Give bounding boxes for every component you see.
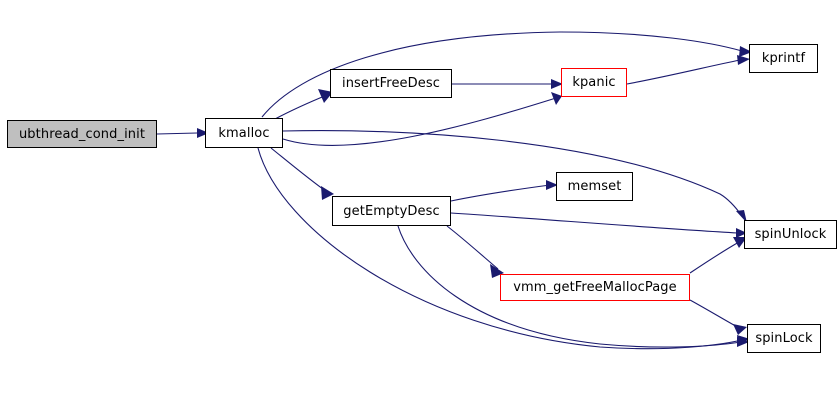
node-insertFreeDesc[interactable]: insertFreeDesc bbox=[330, 69, 452, 98]
edge-getEmptyDesc-to-spinLock bbox=[397, 225, 749, 348]
edge-line bbox=[282, 97, 557, 146]
edge-getEmptyDesc-to-vmm_getFreeMallocPage bbox=[446, 225, 504, 278]
node-vmm_getFreeMallocPage[interactable]: vmm_getFreeMallocPage bbox=[500, 274, 690, 301]
edge-getEmptyDesc-to-memset bbox=[450, 180, 558, 202]
node-label-insertFreeDesc: insertFreeDesc bbox=[342, 76, 440, 91]
edge-line bbox=[156, 132, 198, 135]
node-label-kpanic: kpanic bbox=[572, 75, 616, 90]
node-label-ubthread_cond_init: ubthread_cond_init bbox=[18, 126, 146, 142]
edge-line bbox=[446, 225, 499, 270]
arrowhead-icon bbox=[739, 46, 752, 57]
arrowhead-icon bbox=[197, 128, 209, 138]
edge-kmalloc-to-getEmptyDesc bbox=[270, 147, 334, 200]
edge-vmm_getFreeMallocPage-to-spinUnlock bbox=[689, 237, 747, 274]
edge-kpanic-to-kprintf bbox=[626, 55, 750, 85]
node-getEmptyDesc[interactable]: getEmptyDesc bbox=[332, 196, 451, 226]
node-kprintf[interactable]: kprintf bbox=[749, 44, 818, 73]
arrowhead-icon bbox=[551, 92, 562, 105]
edge-line bbox=[274, 94, 328, 120]
node-label-memset: memset bbox=[567, 179, 622, 194]
edge-insertFreeDesc-to-kpanic bbox=[452, 79, 563, 89]
node-spinLock[interactable]: spinLock bbox=[747, 324, 821, 353]
edge-line bbox=[397, 225, 742, 348]
edge-line bbox=[450, 212, 739, 234]
edge-kmalloc-to-kpanic bbox=[282, 92, 562, 146]
edge-vmm_getFreeMallocPage-to-spinLock bbox=[689, 299, 747, 335]
node-label-kprintf: kprintf bbox=[761, 51, 806, 66]
node-label-spinUnlock: spinUnlock bbox=[754, 227, 827, 242]
edge-ubthread_cond_init-to-kmalloc bbox=[156, 128, 209, 138]
arrowhead-icon bbox=[736, 228, 747, 238]
arrowhead-icon bbox=[321, 186, 334, 200]
edge-kmalloc-to-insertFreeDesc bbox=[274, 89, 333, 120]
arrowhead-icon bbox=[737, 55, 750, 65]
node-kpanic[interactable]: kpanic bbox=[561, 68, 627, 97]
arrowhead-icon bbox=[318, 89, 333, 103]
arrowhead-icon bbox=[737, 337, 749, 347]
edge-line bbox=[282, 129, 743, 217]
node-spinUnlock[interactable]: spinUnlock bbox=[744, 220, 837, 249]
edge-line bbox=[261, 31, 743, 118]
edge-line bbox=[270, 147, 328, 193]
arrowhead-icon bbox=[546, 180, 558, 190]
node-kmalloc[interactable]: kmalloc bbox=[205, 118, 283, 148]
edge-kmalloc-to-spinUnlock bbox=[282, 129, 747, 223]
node-memset[interactable]: memset bbox=[556, 172, 633, 201]
edge-getEmptyDesc-to-spinUnlock bbox=[450, 212, 747, 238]
arrowhead-icon bbox=[736, 210, 747, 223]
edge-kmalloc-to-kprintf bbox=[261, 31, 752, 118]
edge-line bbox=[626, 59, 741, 85]
node-label-kmalloc: kmalloc bbox=[218, 125, 270, 141]
arrowhead-icon bbox=[733, 237, 747, 248]
edge-line bbox=[689, 241, 740, 274]
node-label-spinLock: spinLock bbox=[755, 331, 813, 346]
arrowhead-icon bbox=[490, 264, 504, 278]
arrowhead-icon bbox=[551, 79, 563, 89]
node-ubthread_cond_init[interactable]: ubthread_cond_init bbox=[7, 120, 157, 148]
edge-line bbox=[450, 184, 551, 202]
edge-line bbox=[257, 147, 743, 350]
node-label-vmm_getFreeMallocPage: vmm_getFreeMallocPage bbox=[513, 280, 677, 295]
edge-kmalloc-to-spinLock bbox=[257, 147, 750, 350]
arrowhead-icon bbox=[733, 324, 747, 335]
node-label-getEmptyDesc: getEmptyDesc bbox=[343, 203, 440, 219]
